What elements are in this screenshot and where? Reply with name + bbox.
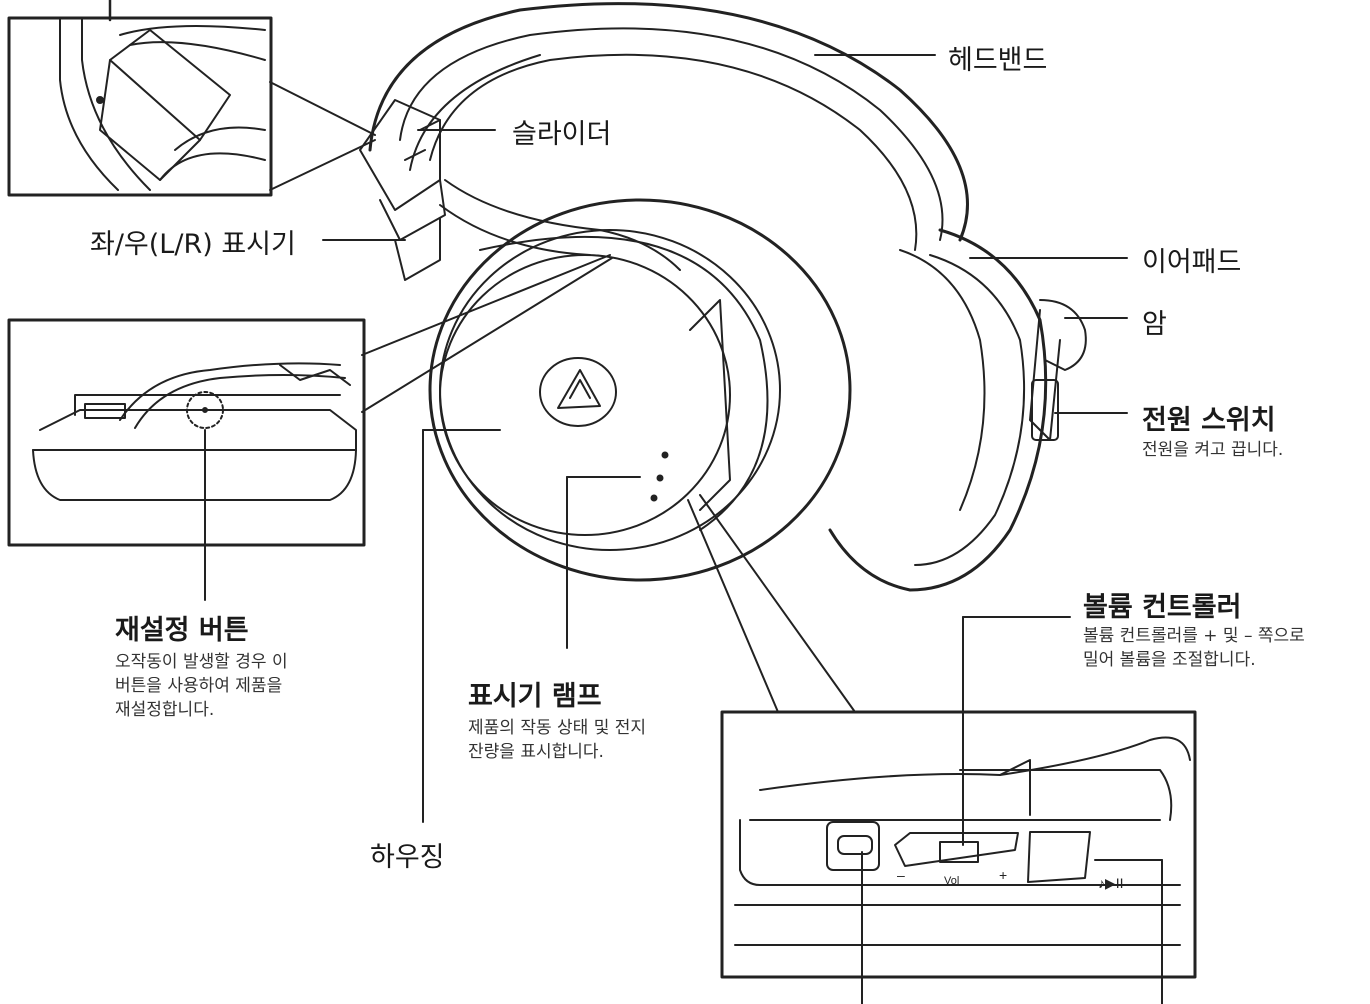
reset-button-description: 오작동이 발생할 경우 이 버튼을 사용하여 제품을 재설정합니다.	[115, 652, 288, 720]
earpad-label: 이어패드	[1142, 247, 1242, 278]
inset-lr-indicator	[7, 0, 273, 197]
inset-reset-button	[7, 318, 366, 547]
inset-volume-controller	[720, 710, 1197, 979]
reset-button-label: 재설정 버튼	[115, 615, 249, 646]
vol-plus-mark: +	[999, 867, 1007, 883]
vol-minus-mark: –	[897, 867, 905, 883]
leader-lines	[204, 54, 1163, 1004]
lr-indicator-label: 좌/우(L/R) 표시기	[90, 229, 296, 260]
indicator-lamp-description: 제품의 작동 상태 및 전지 잔량을 표시합니다.	[468, 718, 647, 762]
power-switch-description: 전원을 켜고 끕니다.	[1142, 440, 1284, 460]
vol-label: Vol	[944, 875, 959, 887]
indicator-lamp-label: 표시기 램프	[468, 681, 602, 712]
volume-controller-description: 볼륨 컨트롤러를 + 및 – 쪽으로 밀어 볼륨을 조절합니다.	[1083, 626, 1305, 670]
housing-label: 하우징	[370, 842, 445, 873]
play-symbol: ♪▶II	[1098, 875, 1124, 891]
arm-label: 암	[1142, 309, 1167, 340]
headband-label: 헤드밴드	[948, 45, 1048, 76]
slider-label: 슬라이더	[512, 119, 612, 150]
volume-controller-label: 볼륨 컨트롤러	[1083, 592, 1242, 623]
headphone-body	[359, 2, 1087, 592]
power-switch-label: 전원 스위치	[1142, 405, 1276, 436]
